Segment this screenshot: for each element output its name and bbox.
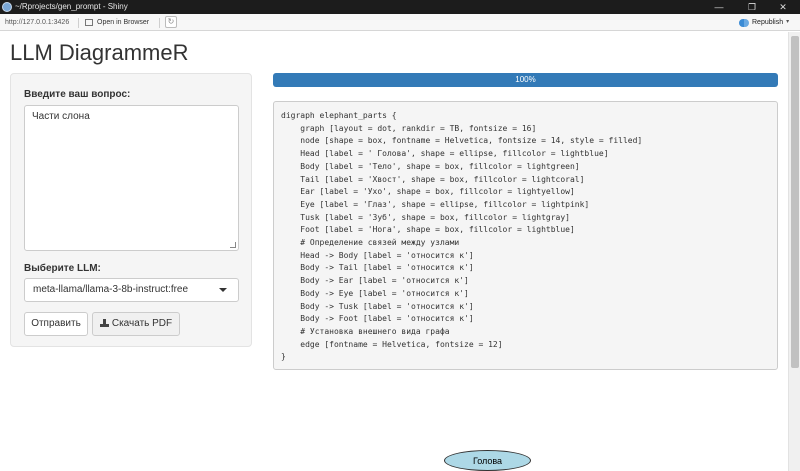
window-title: ~/Rprojects/gen_prompt - Shiny <box>15 2 128 11</box>
question-textarea[interactable]: Части слона <box>24 105 239 251</box>
code-line: Body -> Tail [label = 'относится к'] <box>281 263 474 273</box>
llm-select[interactable]: meta-llama/llama-3-8b-instruct:free <box>24 278 239 302</box>
reload-button[interactable]: ↻ <box>165 16 177 28</box>
code-line: edge [fontname = Helvetica, fontsize = 1… <box>281 339 503 349</box>
download-pdf-button[interactable]: Скачать PDF <box>92 312 180 336</box>
republish-icon <box>739 18 749 27</box>
code-line: Eye [label = 'Глаз', shape = ellipse, fi… <box>281 199 590 209</box>
republish-button[interactable]: Republish ▾ <box>739 14 789 31</box>
resize-grip-icon[interactable] <box>230 242 236 248</box>
dropdown-caret-icon <box>219 288 227 292</box>
llm-selected-value: meta-llama/llama-3-8b-instruct:free <box>33 284 189 295</box>
code-line: Foot [label = 'Нога', shape = box, fillc… <box>281 225 575 235</box>
diagram-node-head: Голова <box>444 450 531 471</box>
code-line: Body -> Foot [label = 'относится к'] <box>281 314 474 324</box>
sidebar-panel: Введите ваш вопрос: Части слона Выберите… <box>10 73 252 347</box>
close-button[interactable]: ✕ <box>779 2 787 12</box>
window-titlebar: ~/Rprojects/gen_prompt - Shiny — ❐ ✕ <box>0 0 800 14</box>
code-line: Body -> Ear [label = 'относится к'] <box>281 276 469 286</box>
code-line: # Определение связей между узлами <box>281 238 460 248</box>
code-line: # Установка внешнего вида графа <box>281 326 450 336</box>
code-line: Body [label = 'Тело', shape = box, fillc… <box>281 161 580 171</box>
progress-label: 100% <box>515 75 536 84</box>
code-line: } <box>281 352 286 362</box>
minimize-button[interactable]: — <box>714 2 724 12</box>
open-in-browser-button[interactable]: Open in Browser <box>85 14 149 31</box>
open-browser-icon <box>85 19 93 26</box>
question-label: Введите ваш вопрос: <box>24 89 131 100</box>
code-line: Head [label = ' Голова', shape = ellipse… <box>281 149 609 159</box>
code-line: Head -> Body [label = 'относится к'] <box>281 250 474 260</box>
code-line: digraph elephant_parts { <box>281 111 397 120</box>
address-url: http://127.0.0.1:3426 <box>5 19 70 26</box>
send-button[interactable]: Отправить <box>24 312 88 336</box>
toolbar-divider <box>159 18 160 28</box>
page-title: LLM DiagrammeR <box>10 40 189 65</box>
scrollbar-thumb[interactable] <box>791 36 799 368</box>
progress-fill <box>273 73 778 87</box>
code-line: Tusk [label = 'Зуб', shape = box, fillco… <box>281 212 570 222</box>
maximize-button[interactable]: ❐ <box>747 2 757 12</box>
code-line: Body -> Tusk [label = 'относится к'] <box>281 301 474 311</box>
rstudio-icon <box>2 2 12 12</box>
code-line: node [shape = box, fontname = Helvetica,… <box>281 136 643 146</box>
code-output: digraph elephant_parts { graph [layout =… <box>273 101 778 370</box>
llm-label: Выберите LLM: <box>24 263 101 274</box>
progress-bar: 100% <box>273 73 778 87</box>
toolbar-divider <box>78 18 79 28</box>
code-line: Ear [label = 'Ухо', shape = box, fillcol… <box>281 187 575 197</box>
question-text: Части слона <box>32 111 90 122</box>
viewer-toolbar: http://127.0.0.1:3426 Open in Browser ↻ … <box>0 14 800 31</box>
chevron-down-icon: ▾ <box>786 19 790 25</box>
download-pdf-label: Скачать PDF <box>111 318 173 329</box>
open-in-browser-label: Open in Browser <box>97 19 150 26</box>
download-icon <box>99 319 109 327</box>
code-line: Tail [label = 'Хвост', shape = box, fill… <box>281 174 585 184</box>
reload-icon: ↻ <box>167 17 175 26</box>
code-line: graph [layout = dot, rankdir = TB, fonts… <box>281 123 537 133</box>
code-line: Body -> Eye [label = 'относится к'] <box>281 288 469 298</box>
page-scrollbar[interactable] <box>788 32 800 471</box>
republish-label: Republish <box>752 19 784 26</box>
